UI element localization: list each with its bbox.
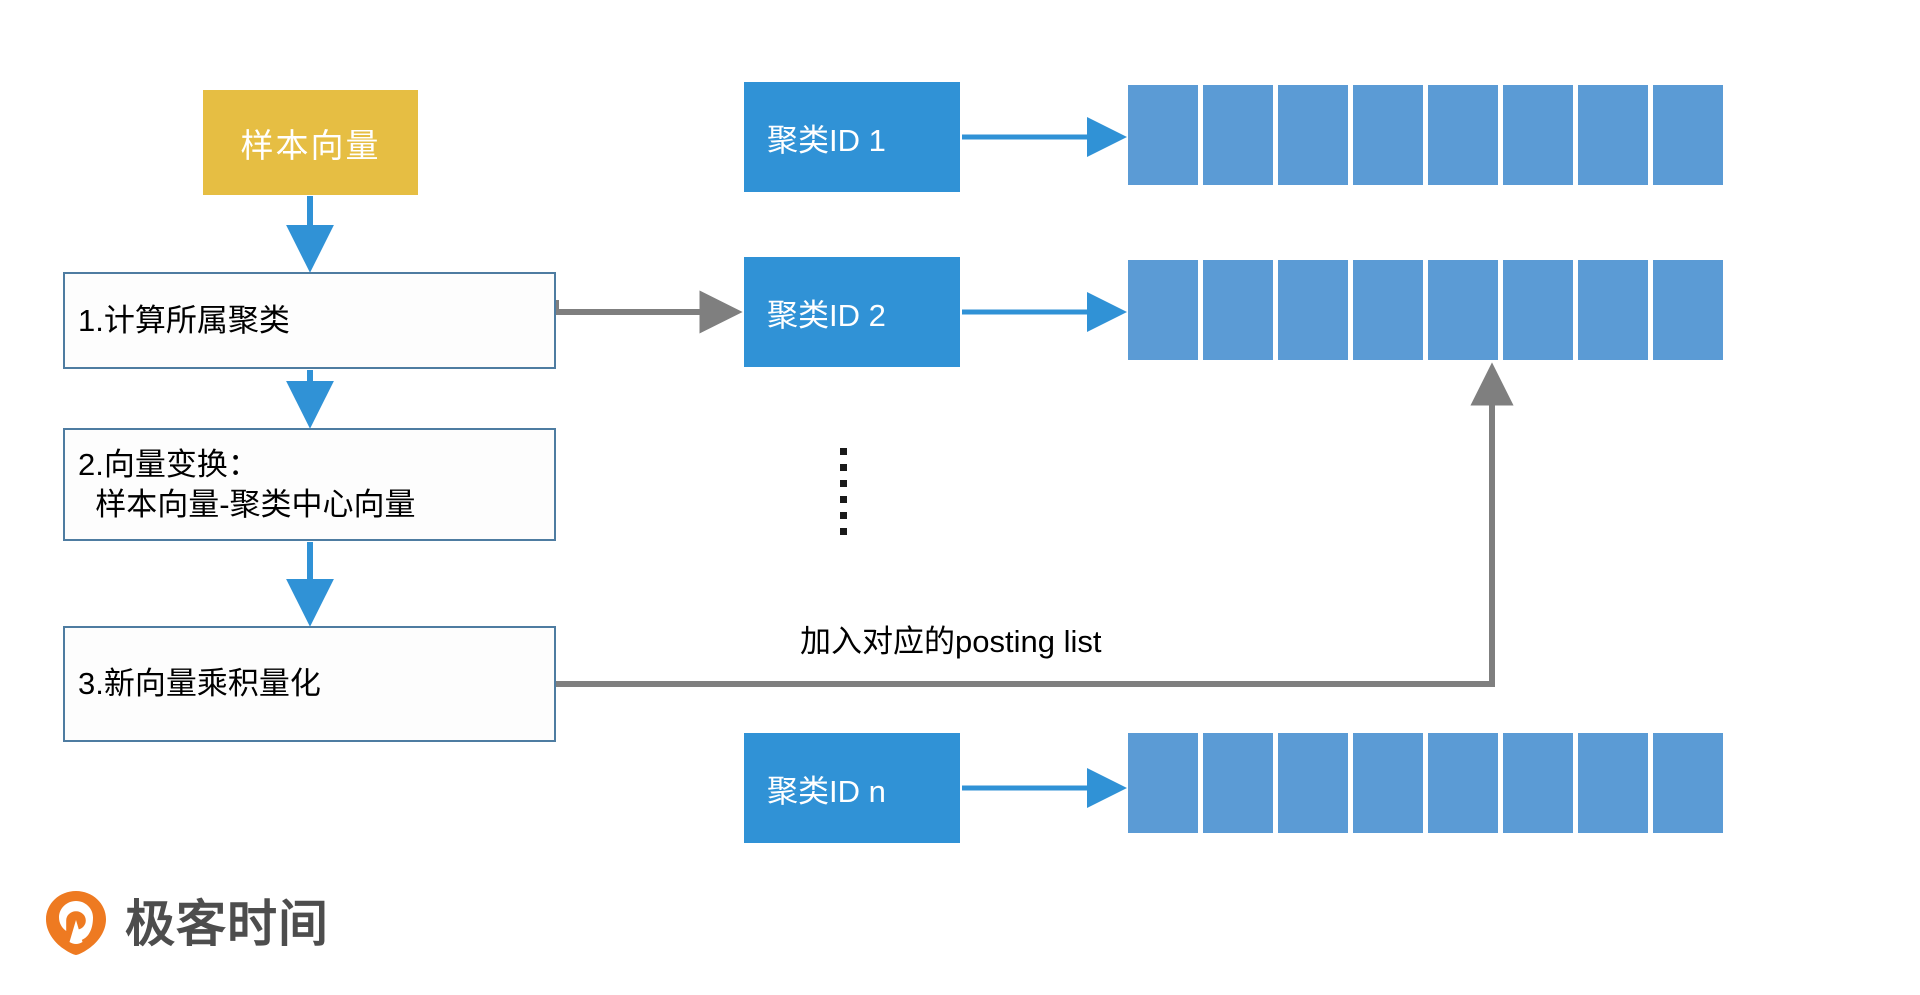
posting-list-cell[interactable]: [1653, 733, 1723, 833]
cluster-id-label-2: 聚类ID 2: [767, 297, 886, 333]
ellipsis-dot: [840, 512, 847, 519]
geektime-logo-icon: [46, 891, 106, 955]
posting-list-cell[interactable]: [1578, 260, 1648, 360]
step-1-label: 1.计算所属聚类: [78, 302, 290, 338]
ellipsis-dot: [840, 496, 847, 503]
geektime-logo: 极客时间: [45, 890, 373, 956]
step-box-1[interactable]: 1.计算所属聚类: [63, 272, 556, 369]
ellipsis-dot: [840, 448, 847, 455]
step-2-label: 2.向量变换： 样本向量-聚类中心向量: [78, 446, 416, 522]
ellipsis-dot: [840, 480, 847, 487]
posting-list-cell[interactable]: [1428, 85, 1498, 185]
arrow-step3-to-postinglist: [556, 362, 1514, 687]
cluster-id-label-n: 聚类ID n: [767, 773, 886, 809]
sample-vector-box[interactable]: 样本向量: [203, 90, 418, 195]
cluster-id-box-2[interactable]: 聚类ID 2: [744, 257, 960, 367]
cluster-id-box-n[interactable]: 聚类ID n: [744, 733, 960, 843]
posting-list-cell[interactable]: [1278, 85, 1348, 185]
cluster-id-label-1: 聚类ID 1: [767, 122, 886, 158]
posting-list-cell[interactable]: [1128, 85, 1198, 185]
posting-list-cell[interactable]: [1653, 85, 1723, 185]
cluster-id-box-1[interactable]: 聚类ID 1: [744, 82, 960, 192]
posting-list-cell[interactable]: [1503, 733, 1573, 833]
posting-list-cell[interactable]: [1503, 85, 1573, 185]
ellipsis-dot: [840, 528, 847, 535]
posting-list-cell[interactable]: [1353, 733, 1423, 833]
posting-list-row-n[interactable]: [1128, 733, 1723, 833]
posting-list-cell[interactable]: [1428, 260, 1498, 360]
step-3-label: 3.新向量乘积量化: [78, 666, 321, 702]
sample-vector-label: 样本向量: [240, 126, 381, 164]
posting-list-cell[interactable]: [1578, 85, 1648, 185]
posting-list-cell[interactable]: [1203, 260, 1273, 360]
posting-list-cell[interactable]: [1278, 733, 1348, 833]
posting-list-cell[interactable]: [1203, 85, 1273, 185]
vertical-ellipsis-icon: [840, 448, 847, 535]
step-box-2[interactable]: 2.向量变换： 样本向量-聚类中心向量: [63, 428, 556, 541]
posting-list-row-2[interactable]: [1128, 260, 1723, 360]
posting-list-cell[interactable]: [1203, 733, 1273, 833]
posting-list-cell[interactable]: [1503, 260, 1573, 360]
ellipsis-dot: [840, 464, 847, 471]
posting-list-cell[interactable]: [1128, 260, 1198, 360]
posting-list-cell[interactable]: [1278, 260, 1348, 360]
posting-list-cell[interactable]: [1578, 733, 1648, 833]
posting-list-annotation: 加入对应的posting list: [800, 624, 1102, 659]
posting-list-cell[interactable]: [1653, 260, 1723, 360]
geektime-wordmark: 极客时间: [125, 897, 329, 949]
posting-list-cell[interactable]: [1128, 733, 1198, 833]
posting-list-cell[interactable]: [1353, 85, 1423, 185]
posting-list-cell[interactable]: [1428, 733, 1498, 833]
posting-list-row-1[interactable]: [1128, 85, 1723, 185]
geektime-wordmark-text: 极客时间: [125, 897, 329, 949]
arrow-step1-to-cluster2: [553, 290, 743, 334]
step-box-3[interactable]: 3.新向量乘积量化: [63, 626, 556, 742]
posting-list-cell[interactable]: [1353, 260, 1423, 360]
